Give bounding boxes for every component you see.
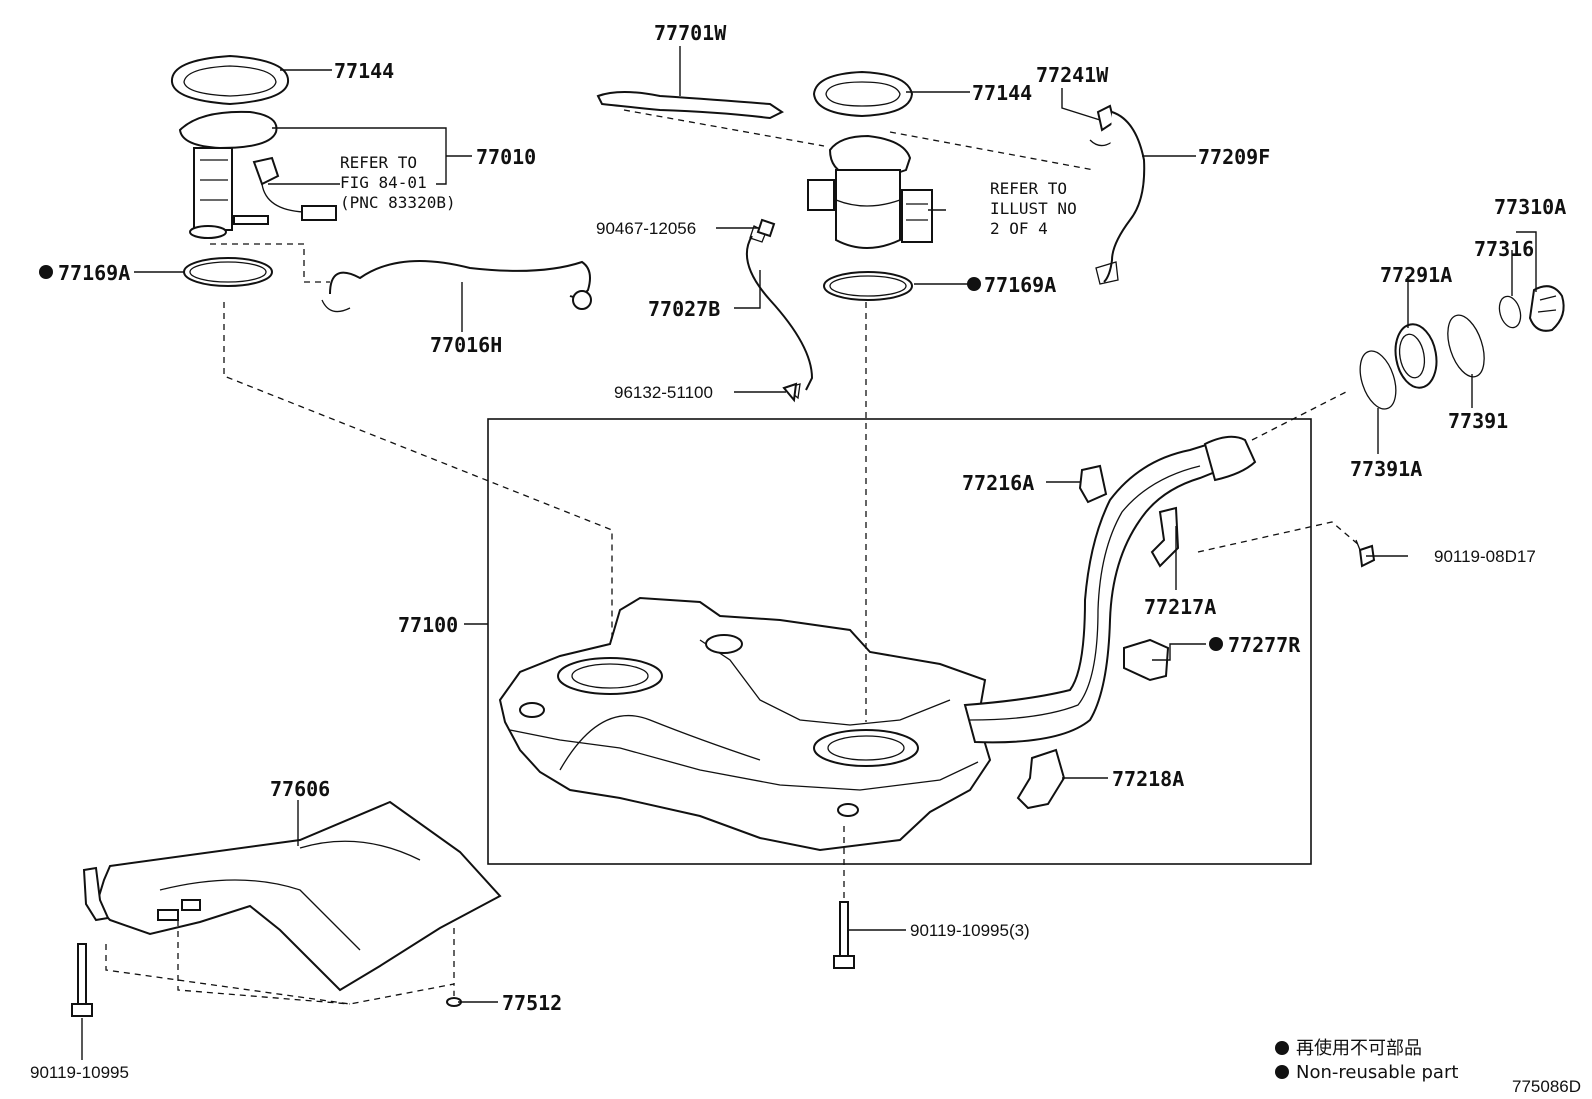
fuel-cap-77310A [1528,285,1565,332]
gasket-77169A-left [183,257,273,287]
oring-77316 [1498,295,1522,329]
refer-illust-line2: ILLUST NO [990,199,1077,218]
vent-hose-77209F [1095,111,1146,285]
gasket-77169A-center [823,271,913,301]
fuel-tank-body [498,596,992,852]
label-77391A: 77391A [1350,457,1422,481]
hose-77027B [745,225,814,400]
label-77209F: 77209F [1198,145,1270,169]
bolt-90119-08D17 [1355,539,1376,568]
legend-text-jp: 再使用不可部品 [1296,1038,1422,1059]
label-77016H: 77016H [430,333,502,357]
label-77027B: 77027B [648,297,720,321]
label-77169A-left: 77169A [58,261,130,285]
label-77512: 77512 [502,991,562,1015]
label-77217A: 77217A [1144,595,1216,619]
label-77216A: 77216A [962,471,1034,495]
bolt-90119-10995-center [833,901,855,969]
non-reusable-dot-77169A-center [967,277,981,291]
clip-90467-12056 [756,218,776,238]
retainer-77291A [1394,323,1438,389]
label-77701W: 77701W [654,21,727,45]
label-77169A-center: 77169A [984,273,1056,297]
label-77310A: 77310A [1494,195,1566,219]
legend-text-en: Non-reusable part [1296,1062,1458,1083]
label-90119-10995-3: 90119-10995(3) [910,921,1030,940]
refer-illust-line1: REFER TO [990,179,1067,198]
label-77606: 77606 [270,777,330,801]
legend-dot-jp [1275,1041,1289,1055]
refer-fig-line2: FIG 84-01 [340,173,427,192]
fuel-tank-assembly-frame [487,418,1312,865]
label-77316: 77316 [1474,237,1534,261]
heat-insulator-77606 [82,800,502,992]
hose-77016H [321,259,592,313]
clamp-77216A [1078,464,1108,504]
vent-hose-77701W [596,91,784,120]
refer-illust-line3: 2 OF 4 [990,219,1048,238]
label-77291A: 77291A [1380,263,1452,287]
refer-fig-line3: (PNC 83320B) [340,193,456,212]
label-77010: 77010 [476,145,536,169]
ring-77144-left [170,54,290,106]
legend-dot-en [1275,1065,1289,1079]
bracket-77217A [1150,506,1180,568]
gasket-77391A [1359,350,1397,410]
label-96132-51100: 96132-51100 [614,383,713,402]
label-77100: 77100 [398,613,458,637]
label-90467-12056: 90467-12056 [596,219,696,238]
label-90119-08D17: 90119-08D17 [1434,547,1536,566]
fuel-pump-sender-77010 [178,110,337,239]
assembly-dashed-lines [105,109,1361,1005]
ring-77144-center [812,70,914,118]
fuel-filler-pipe [963,435,1257,744]
non-reusable-dot-77277R [1209,637,1223,651]
bolt-90119-10995-left [71,943,93,1017]
label-77277R: 77277R [1228,633,1301,657]
label-77144-center: 77144 [972,81,1032,105]
refer-fig-line1: REFER TO [340,153,417,172]
label-77144-left: 77144 [334,59,394,83]
fuel-pump-module-center [807,134,933,249]
label-77241W: 77241W [1036,63,1109,87]
bracket-77218A [1016,748,1066,810]
non-reusable-dot-77169A-left [39,265,53,279]
gasket-77391 [1447,314,1485,378]
bracket-77277R [1123,638,1170,682]
label-90119-10995: 90119-10995 [30,1063,129,1082]
label-77391: 77391 [1448,409,1508,433]
diagram-code: 775086D [1512,1077,1581,1096]
leader-lines [81,46,1537,1060]
vent-fitting-77241W [1089,104,1116,147]
clip-96132-51100 [782,382,798,403]
label-77218A: 77218A [1112,767,1184,791]
